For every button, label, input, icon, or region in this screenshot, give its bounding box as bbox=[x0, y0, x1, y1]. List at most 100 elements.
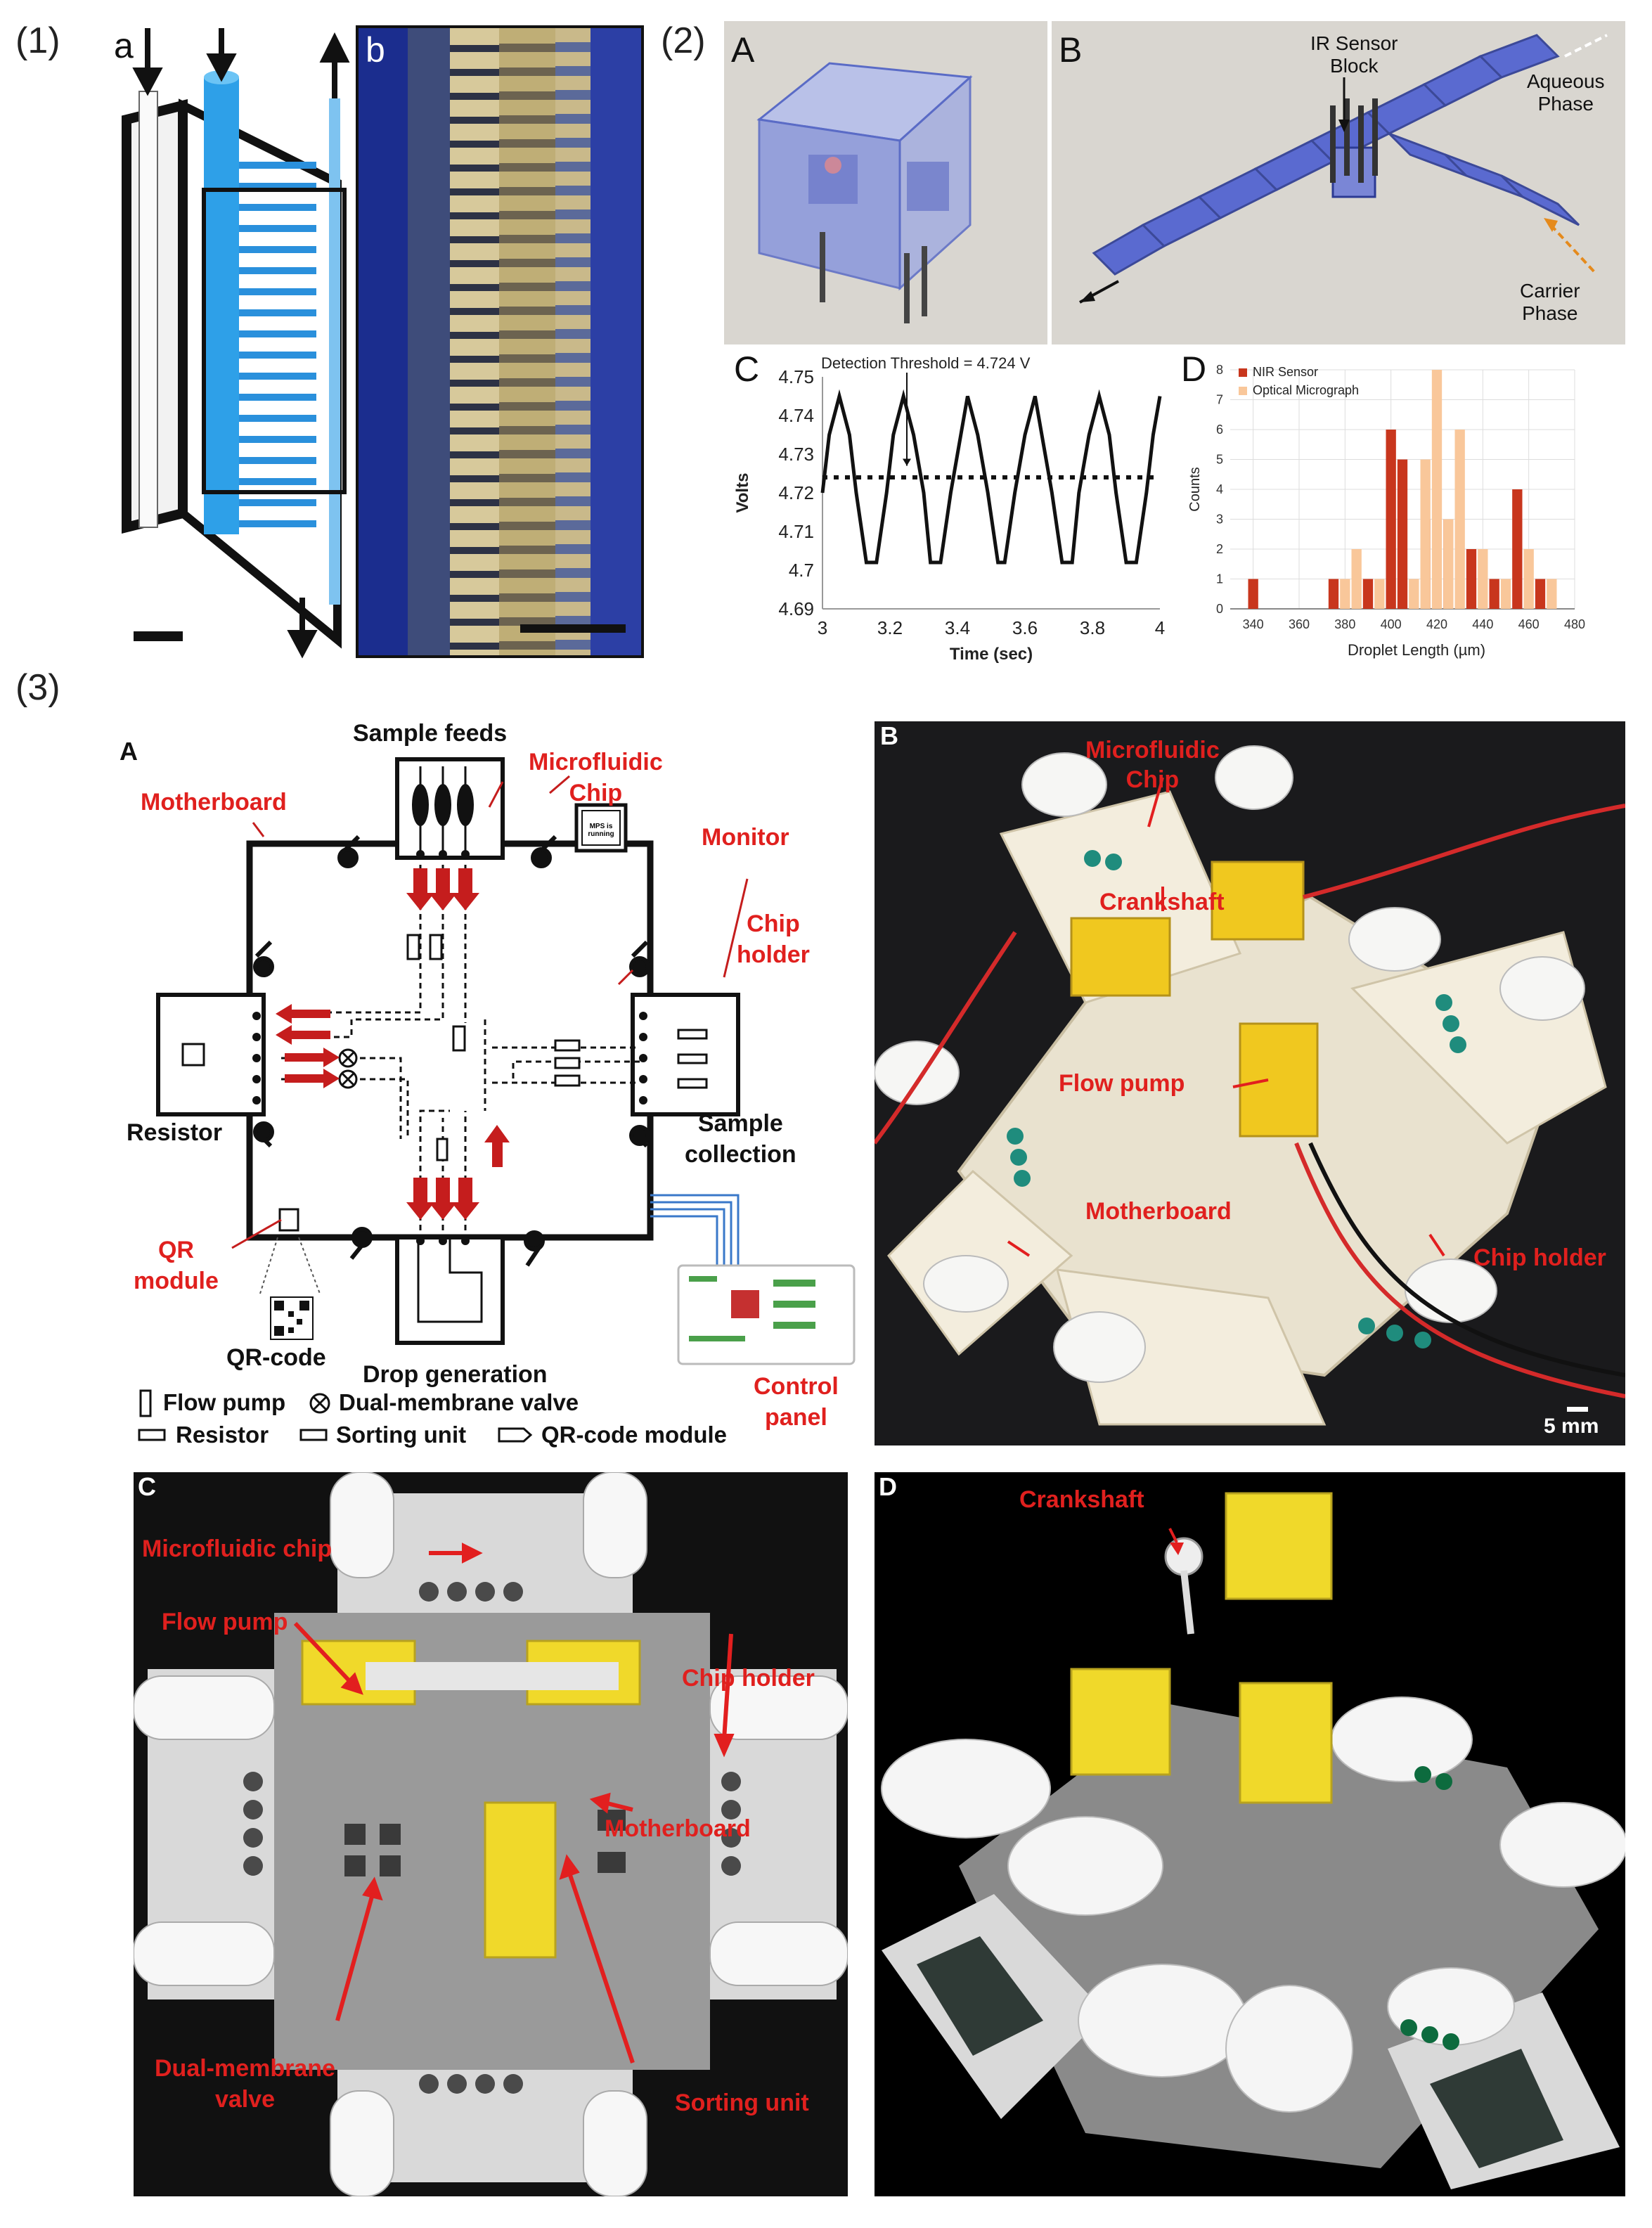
label-1a: a bbox=[114, 26, 134, 65]
aqueous-line1: Aqueous bbox=[1527, 70, 1605, 92]
x-axis-title: Time (sec) bbox=[950, 645, 1033, 664]
y-axis-title: Volts bbox=[733, 473, 752, 513]
sensor-block-render bbox=[756, 62, 973, 323]
bar-optical bbox=[1523, 549, 1534, 609]
mps-schematic bbox=[138, 757, 856, 1443]
x-axis-title: Droplet Length (µm) bbox=[1348, 641, 1485, 659]
y-tick-label: 6 bbox=[1216, 423, 1223, 437]
label-motherboard-b: Motherboard bbox=[1085, 1198, 1232, 1225]
x-tick-label: 3 bbox=[818, 617, 827, 638]
qr-module-line1: QR bbox=[157, 1237, 194, 1263]
microfluidic-b-line1: Microfluidic bbox=[1085, 737, 1220, 764]
section-label-2: (2) bbox=[661, 20, 706, 61]
microfluidic-line2: Chip bbox=[569, 780, 623, 806]
y-tick-label: 4.73 bbox=[778, 444, 814, 465]
bar-optical bbox=[1431, 370, 1443, 609]
label-2a: A bbox=[731, 30, 755, 70]
label-qr-module: QR module bbox=[134, 1235, 219, 1296]
bar-nir bbox=[1397, 459, 1408, 609]
panel-2b: B IR Sensor Block Aqueous Phase Carrier … bbox=[1052, 21, 1625, 344]
legend-resistor: Resistor bbox=[176, 1422, 269, 1448]
label-flow-pump-c: Flow pump bbox=[162, 1609, 288, 1635]
x-tick-label: 3.6 bbox=[1012, 617, 1038, 638]
sample-collection-line2: collection bbox=[685, 1141, 796, 1168]
label-crankshaft-b: Crankshaft bbox=[1099, 889, 1225, 915]
label-sorting-unit-c: Sorting unit bbox=[675, 2089, 809, 2116]
bar-optical bbox=[1420, 459, 1431, 609]
mps-perspective-render bbox=[881, 1492, 1625, 2189]
panel-3b-photo: B Microfluidic Chip Crankshaft Flow pump… bbox=[875, 721, 1625, 1445]
carrier-line2: Phase bbox=[1522, 302, 1578, 324]
section-label-1: (1) bbox=[15, 20, 60, 61]
ir-sensor-line1: IR Sensor bbox=[1310, 32, 1398, 54]
carrier-line1: Carrier bbox=[1520, 280, 1580, 302]
y-tick-label: 1 bbox=[1216, 572, 1223, 586]
microfluidic-b-line2: Chip bbox=[1125, 766, 1180, 793]
label-1b: b bbox=[366, 30, 385, 70]
t-junction-render bbox=[1079, 34, 1608, 304]
bar-optical bbox=[1454, 430, 1465, 609]
y-tick-label: 4.74 bbox=[778, 405, 814, 426]
bar-nir bbox=[1466, 549, 1477, 609]
label-microfluidic-chip-c: Microfluidic chip bbox=[142, 1535, 333, 1562]
label-monitor: Monitor bbox=[702, 824, 789, 851]
y-tick-label: 4 bbox=[1216, 482, 1223, 496]
label-3a: A bbox=[120, 737, 138, 766]
y-tick-label: 4.72 bbox=[778, 482, 814, 503]
label-chip-holder-c: Chip holder bbox=[682, 1665, 815, 1692]
label-2c: C bbox=[734, 349, 760, 389]
aqueous-line2: Phase bbox=[1537, 93, 1594, 115]
x-tick-label: 340 bbox=[1243, 617, 1264, 631]
bar-optical bbox=[1351, 549, 1362, 609]
scale-bar-label: 5 mm bbox=[1544, 1415, 1599, 1438]
legend-label: NIR Sensor bbox=[1253, 365, 1318, 379]
label-2d: D bbox=[1181, 349, 1207, 389]
carrier-phase-label: Carrier Phase bbox=[1520, 280, 1580, 325]
label-chip-holder-b: Chip holder bbox=[1473, 1244, 1606, 1271]
annotation-arrow-head bbox=[903, 458, 911, 466]
qr-module-line2: module bbox=[134, 1268, 219, 1294]
x-tick-label: 420 bbox=[1426, 617, 1447, 631]
panel-3a-schematic: A Sample feeds Microfluidic Chip Motherb… bbox=[120, 717, 865, 1469]
label-2b: B bbox=[1059, 30, 1083, 70]
chip-holder-line1: Chip bbox=[747, 910, 800, 937]
panel-1b-micrograph: b bbox=[356, 25, 644, 658]
bar-nir bbox=[1362, 579, 1374, 609]
label-qr-code: QR-code bbox=[226, 1344, 326, 1371]
x-tick-label: 4 bbox=[1155, 617, 1165, 638]
bar-nir bbox=[1489, 579, 1499, 609]
x-tick-label: 3.4 bbox=[945, 617, 970, 638]
y-axis-title: Counts bbox=[1187, 467, 1203, 511]
bar-optical bbox=[1547, 579, 1557, 609]
y-tick-label: 0 bbox=[1216, 602, 1223, 616]
x-tick-label: 460 bbox=[1518, 617, 1540, 631]
label-motherboard-c: Motherboard bbox=[605, 1815, 751, 1842]
control-panel-line1: Control bbox=[754, 1373, 839, 1400]
mps-top-view-render bbox=[134, 1472, 848, 2196]
y-tick-label: 5 bbox=[1216, 453, 1223, 467]
panel-3c-render: C Microfluidic chip Flow pump Chip holde… bbox=[134, 1472, 848, 2196]
bar-optical bbox=[1374, 579, 1385, 609]
bar-nir bbox=[1248, 579, 1258, 609]
x-tick-label: 380 bbox=[1334, 617, 1355, 631]
label-microfluidic-chip-a: Microfluidic Chip bbox=[529, 747, 663, 809]
mps-photo-illustration bbox=[875, 745, 1625, 1426]
y-tick-label: 7 bbox=[1216, 393, 1223, 407]
legend-qr-module: QR-code module bbox=[541, 1422, 728, 1448]
control-panel-line2: panel bbox=[765, 1404, 827, 1431]
label-3c: C bbox=[138, 1472, 156, 1501]
threshold-annotation: Detection Threshold = 4.724 V bbox=[821, 354, 1031, 372]
x-tick-label: 440 bbox=[1472, 617, 1493, 631]
aqueous-phase-label: Aqueous Phase bbox=[1527, 70, 1605, 115]
x-tick-label: 3.8 bbox=[1080, 617, 1105, 638]
panel-1a: a bbox=[105, 21, 359, 661]
legend-swatch bbox=[1239, 387, 1247, 395]
label-3d: D bbox=[879, 1472, 897, 1501]
bar-nir bbox=[1535, 579, 1546, 609]
legend-sorting-unit: Sorting unit bbox=[336, 1422, 467, 1448]
bar-nir bbox=[1512, 489, 1523, 609]
panel-2a: A bbox=[724, 21, 1047, 344]
bar-optical bbox=[1500, 579, 1511, 609]
bar-optical bbox=[1340, 579, 1350, 609]
